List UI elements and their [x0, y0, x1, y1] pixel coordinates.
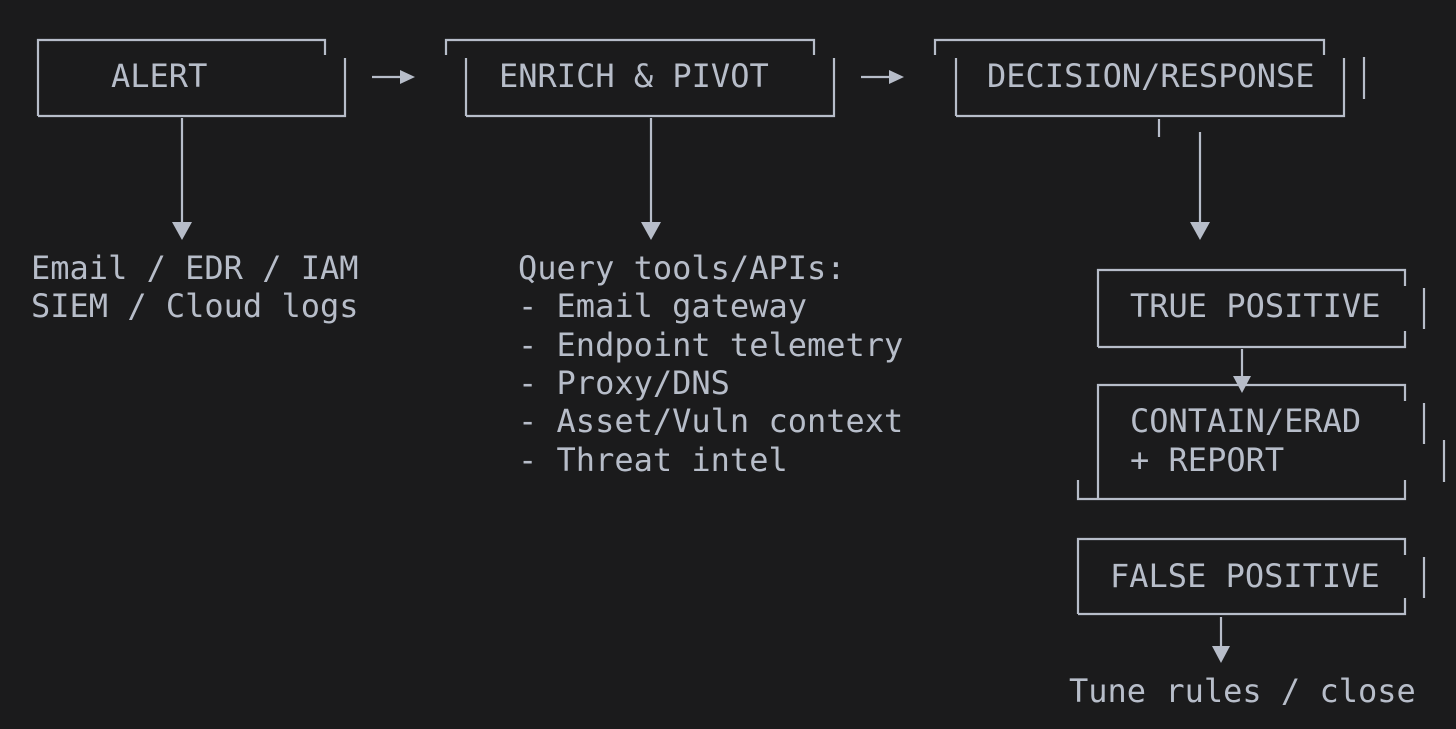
enrichment-item: - Asset/Vuln context — [518, 402, 903, 440]
contain-box-bottom — [1076, 480, 1407, 501]
enrich-box-bottom — [466, 58, 836, 118]
arrow-false-positive-to-tune — [1212, 617, 1230, 663]
decision-box-top — [933, 38, 1326, 55]
contain-erad-node: CONTAIN/ERAD + REPORT — [1076, 383, 1446, 501]
sources-line: SIEM / Cloud logs — [31, 287, 359, 325]
decision-response-node: DECISION/RESPONSE — [933, 38, 1366, 137]
contain-box-top — [1096, 383, 1407, 499]
sources-note: Email / EDR / IAM SIEM / Cloud logs — [31, 249, 359, 325]
enrichment-list: Query tools/APIs: - Email gateway - Endp… — [518, 249, 903, 479]
true-positive-box-bottom — [1098, 331, 1407, 349]
arrow-right-icon — [889, 70, 904, 84]
false-positive-box-top — [1076, 537, 1407, 614]
arrow-alert-to-enrich — [372, 70, 415, 84]
true-positive-box-top — [1096, 268, 1407, 347]
enrichment-item: - Endpoint telemetry — [518, 326, 903, 364]
enrichment-item: - Proxy/DNS — [518, 364, 730, 402]
alert-box-bottom — [38, 58, 347, 118]
alert-node: ALERT — [36, 38, 347, 118]
arrow-true-positive-to-contain — [1233, 349, 1251, 393]
enrich-pivot-label: ENRICH & PIVOT — [499, 57, 769, 95]
enrich-pivot-node: ENRICH & PIVOT — [444, 38, 836, 118]
false-positive-label: FALSE POSITIVE — [1110, 557, 1380, 595]
decision-box-bottom — [956, 58, 1346, 118]
arrow-decision-to-true-positive — [1190, 132, 1210, 240]
alert-box-top — [36, 38, 327, 55]
enrich-box-top — [444, 38, 816, 55]
arrow-down-icon — [641, 222, 661, 240]
true-positive-label: TRUE POSITIVE — [1130, 287, 1380, 325]
arrow-enrich-to-list — [641, 118, 661, 240]
arrow-alert-to-sources — [172, 118, 192, 240]
tune-rules-note: Tune rules / close — [1069, 672, 1416, 710]
decision-response-label: DECISION/RESPONSE — [987, 57, 1315, 95]
arrow-down-icon — [1190, 222, 1210, 240]
enrichment-heading: Query tools/APIs: — [518, 249, 846, 287]
contain-erad-label: + REPORT — [1130, 441, 1284, 479]
arrow-down-icon — [172, 222, 192, 240]
enrichment-item: - Threat intel — [518, 441, 788, 479]
alert-label: ALERT — [111, 57, 207, 95]
arrow-right-icon — [400, 70, 415, 84]
sources-line: Email / EDR / IAM — [31, 249, 359, 287]
enrichment-item: - Email gateway — [518, 287, 807, 325]
false-positive-box-bottom — [1078, 598, 1407, 616]
false-positive-node: FALSE POSITIVE — [1076, 537, 1426, 616]
contain-erad-label: CONTAIN/ERAD — [1130, 402, 1361, 440]
arrow-enrich-to-decision — [861, 70, 904, 84]
arrow-down-icon — [1212, 646, 1230, 663]
true-positive-node: TRUE POSITIVE — [1096, 268, 1426, 349]
